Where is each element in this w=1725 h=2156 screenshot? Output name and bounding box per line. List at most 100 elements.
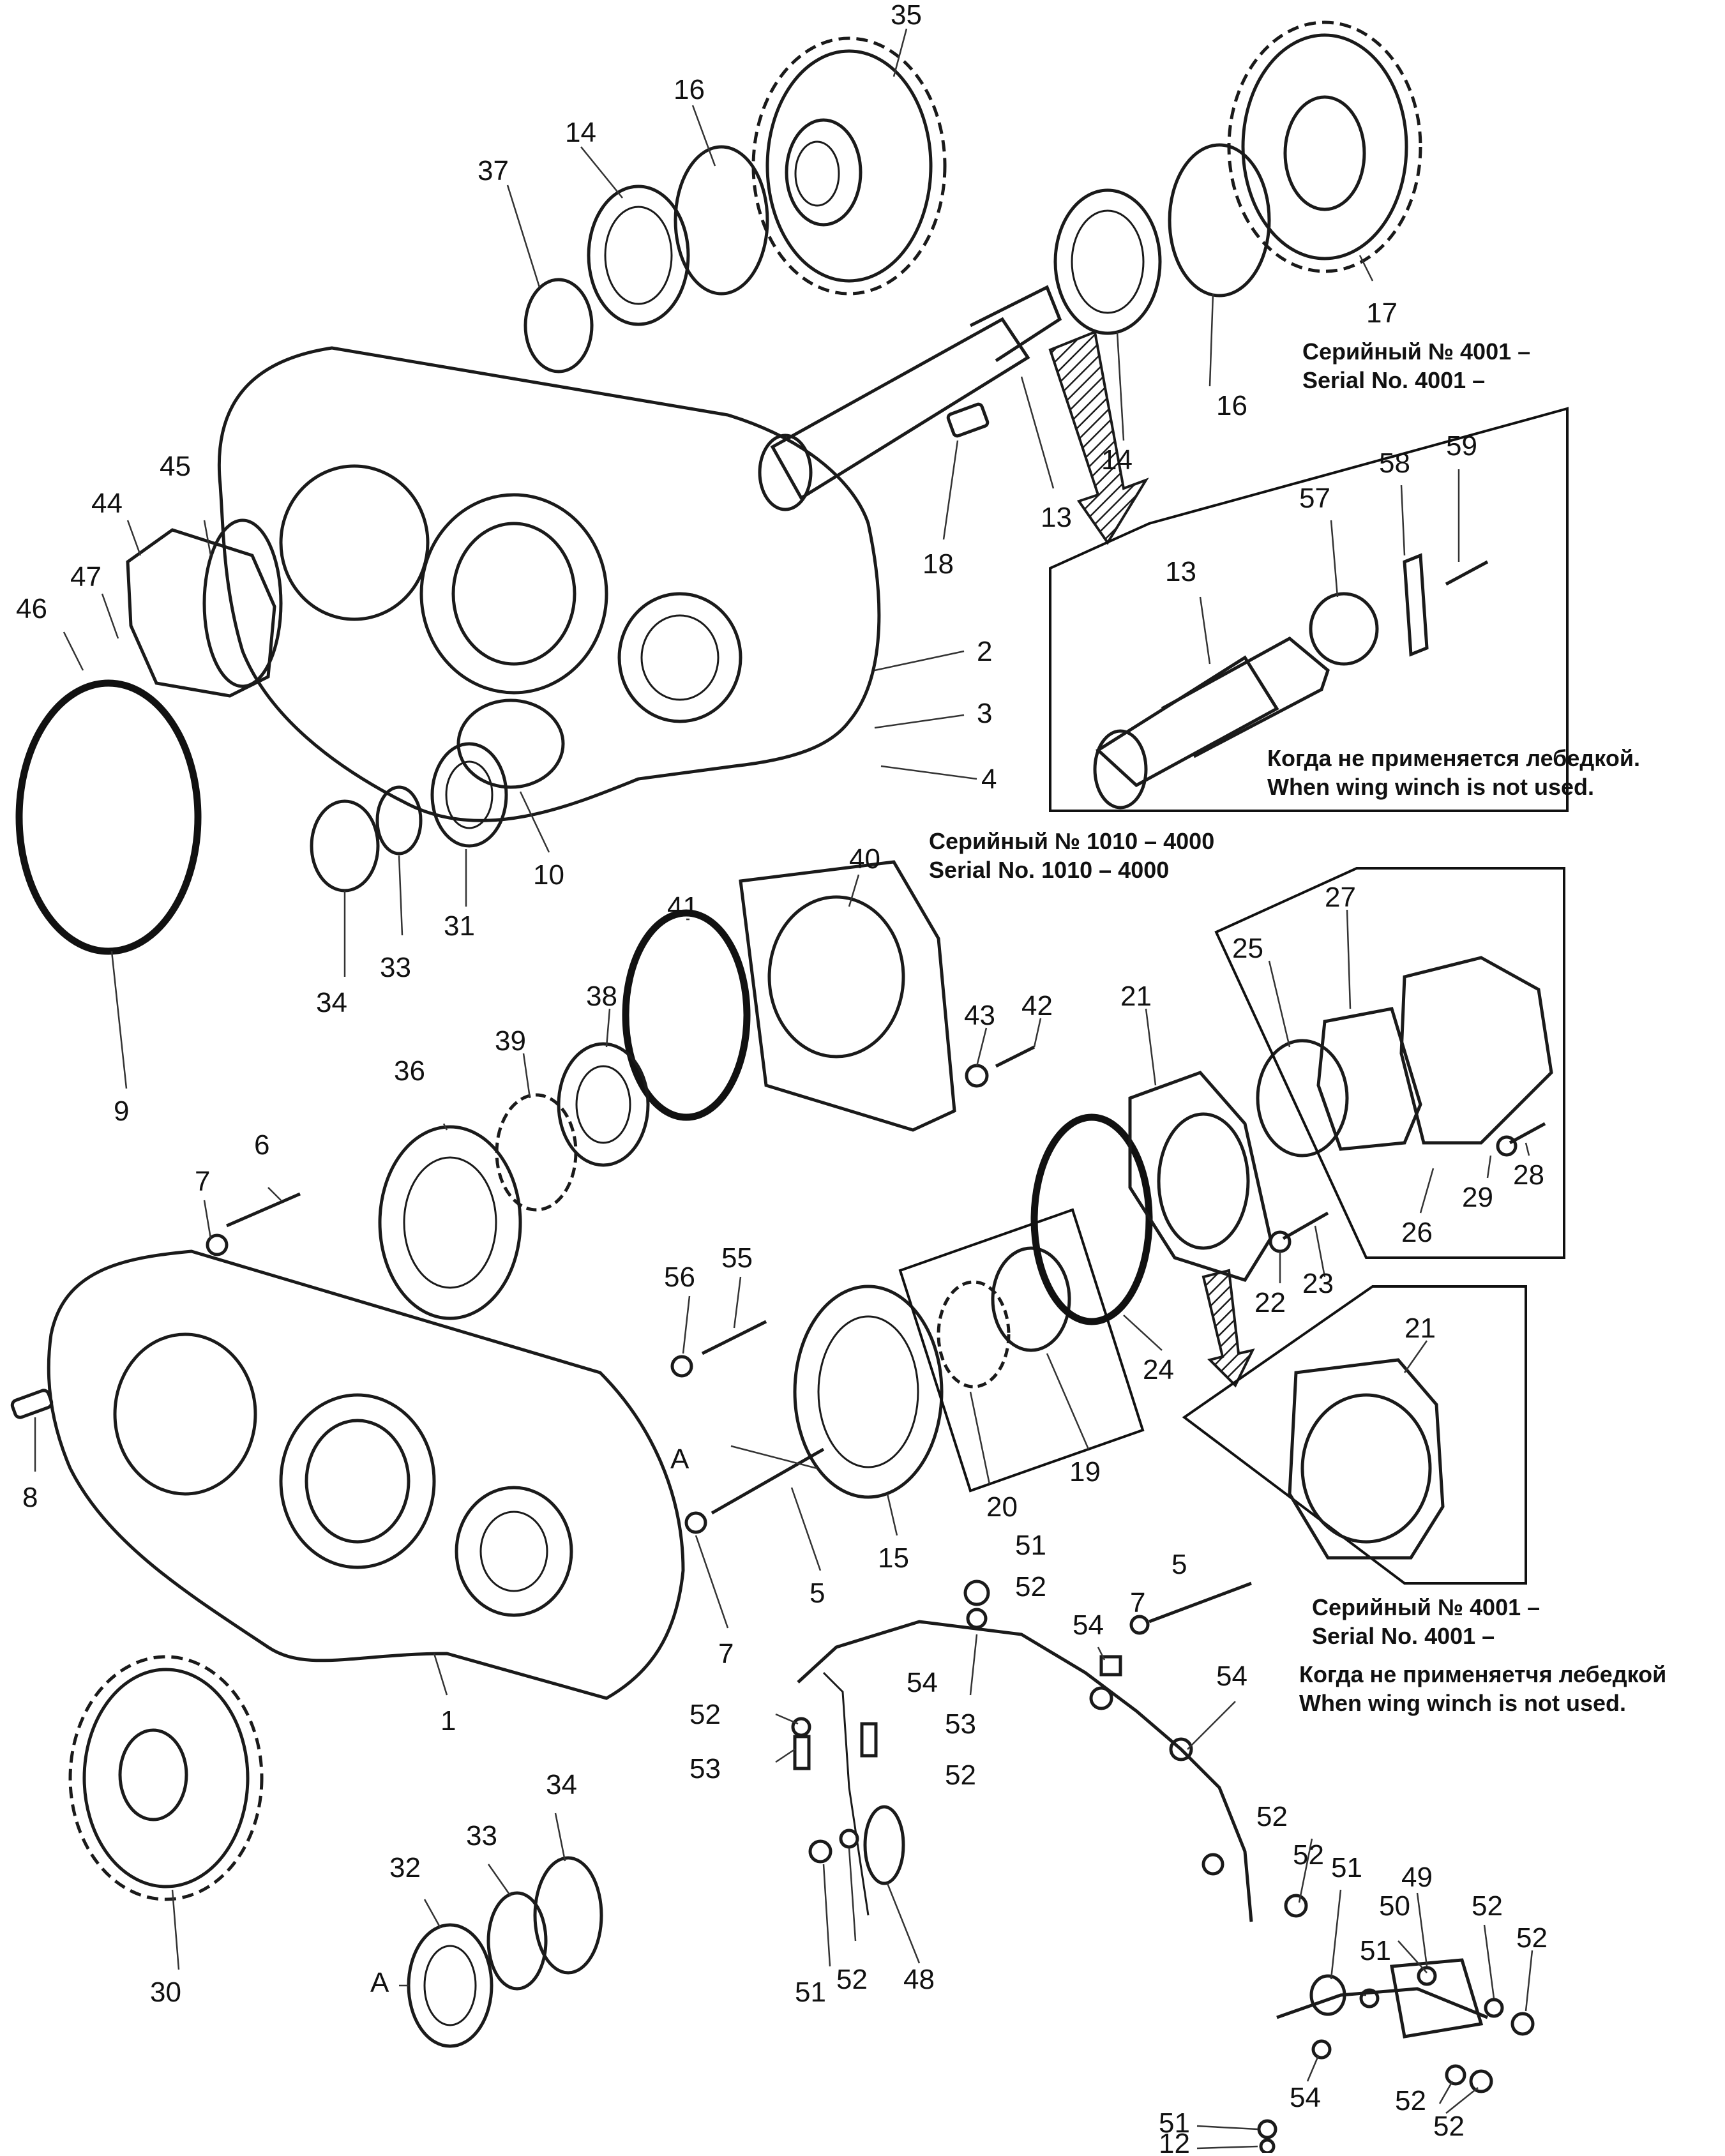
label-17: 17 [1366,298,1397,329]
label-3: 3 [977,698,992,729]
label-29: 29 [1462,1182,1493,1213]
washer-56 [670,1355,693,1378]
bolt-28 [1509,1122,1546,1145]
key-18 [946,402,990,438]
label-52: 52 [836,1964,868,1995]
o-ring-45 [202,518,283,688]
label-59: 59 [1446,430,1477,462]
label-58: 58 [1379,448,1410,479]
inset-box-winch-bottom [1182,1285,1527,1585]
gear-35 [751,36,947,296]
seal-25 [1256,1039,1349,1157]
arrow-to-inset-bottom [1201,1269,1255,1388]
snap-ring-34-upper [310,799,380,893]
label-52: 52 [689,1699,721,1730]
label-12: 51 [1159,2107,1190,2139]
inset-box-winch-top [1049,407,1569,812]
washer-43 [965,1064,989,1088]
label-6: 6 [254,1129,269,1161]
bolt-51-lowest [1469,2069,1493,2093]
label-57: 57 [1299,483,1330,514]
label-49: 51 [1331,1852,1362,1883]
bolt-42 [995,1045,1036,1068]
note-serial-4001-ru-top: Серийный № 4001 – [1302,338,1530,365]
label-47: 47 [70,561,102,592]
gear-30 [68,1655,264,1901]
label-56: 56 [664,1262,695,1293]
fitting-49 [1309,1974,1346,2016]
label-7: 7 [1130,1587,1145,1618]
note-winch-unused-en-top: When wing winch is not used. [1267,774,1594,800]
label-A: A [670,1444,689,1475]
label-43: 43 [964,1000,995,1031]
washer-52-right [1201,1853,1224,1876]
label-26: 26 [1401,1217,1433,1248]
label-50: 49 [1401,1862,1433,1893]
bolt-55 [701,1320,767,1355]
label-52: 52 [1015,1571,1046,1602]
label-48: 48 [903,1964,935,1995]
clip-54-low [1359,1988,1380,2009]
label-53: 53 [945,1708,976,1740]
label-16: 16 [1216,390,1247,421]
bolt-51-right [1284,1894,1308,1918]
housing-2 [217,346,881,822]
flange-21 [1128,1071,1272,1282]
snap-ring-34-lower [533,1856,603,1975]
washer-52-block-left [1417,1966,1437,1986]
label-42: 42 [1021,990,1053,1021]
label-46: 46 [16,593,47,624]
gear-17 [1227,20,1422,273]
snap-ring-16-left [674,145,769,296]
label-10: 10 [533,859,564,891]
label-2: 2 [977,636,992,667]
label-51: 51 [1015,1530,1046,1561]
label-27: 27 [1325,882,1356,913]
housing-1 [47,1249,685,1700]
washer-52-bottom [1311,2039,1332,2060]
cover-26 [1399,956,1553,1145]
inset-box-25-29 [1214,867,1565,1259]
clip-54-top [1099,1655,1122,1677]
label-52: 54 [1290,2082,1321,2113]
label-54: 54 [907,1667,938,1698]
cover-44 [126,528,276,698]
washer-7-lower [684,1511,707,1534]
snap-ring-33-lower [486,1891,548,1991]
bolt-51-top [963,1579,990,1606]
note-serial-1010-en: Serial No. 1010 – 4000 [929,857,1169,883]
label-52: 52 [1256,1801,1288,1832]
label-32: 32 [389,1852,421,1883]
clip-54-right [1169,1737,1193,1761]
washer-52-lower [839,1828,859,1849]
note-serial-4001-en-bottom: Serial No. 4001 – [1312,1623,1495,1649]
bolt-5-right [1149,1581,1252,1624]
note-serial-1010-ru: Серийный № 1010 – 4000 [929,828,1214,854]
label-33: 33 [380,952,411,983]
bolt-59 [1445,560,1489,586]
lock-nut-19 [991,1246,1071,1352]
label-14: 14 [1101,444,1133,476]
label-51: 52 [1293,1839,1324,1871]
callout-labels: 35 16 14 37 17 16 14 13 18 45 44 47 46 1… [16,0,1548,2156]
label-28: 28 [1513,1159,1544,1191]
snap-ring-37 [524,278,594,373]
label-21: 21 [1405,1313,1436,1344]
block-50 [1390,1958,1484,2039]
flange-21-inset [1288,1358,1445,1560]
label-5: 5 [810,1578,825,1609]
label-51: 52 [1433,2111,1465,2142]
label-34: 34 [546,1769,577,1800]
parts-drawing [10,20,1569,2155]
arrow-to-inset-top [1048,330,1149,545]
plug-11 [1259,2138,1276,2155]
gasket-27 [1316,1007,1422,1151]
banjo-48 [863,1805,905,1885]
label-14: 14 [565,117,596,148]
leader-lines [34,28,1533,2150]
label-9: 9 [114,1096,129,1127]
o-ring-9 [15,679,202,955]
label-30: 30 [150,1977,181,2008]
label-16: 16 [674,74,705,105]
label-54: 51 [1360,1935,1391,1966]
